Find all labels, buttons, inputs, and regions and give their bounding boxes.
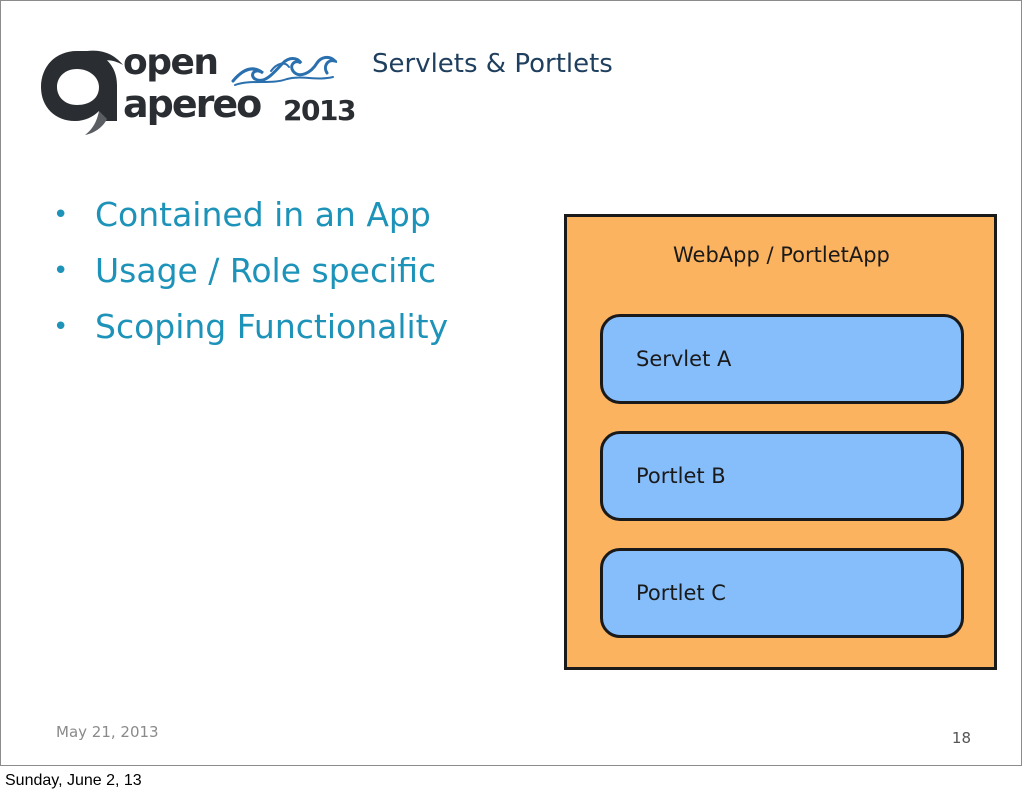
- bullet-list: • Contained in an App • Usage / Role spe…: [53, 187, 448, 355]
- print-footer-date: Sunday, June 2, 13: [5, 772, 142, 789]
- bullet-text: Scoping Functionality: [95, 307, 449, 346]
- webapp-container-box: WebApp / PortletApp Servlet A Portlet B …: [564, 214, 997, 670]
- logo-word-apereo: apereo: [123, 82, 262, 126]
- slide-title: Servlets & Portlets: [372, 49, 613, 79]
- component-label: Portlet C: [636, 581, 726, 605]
- bullet-dot: •: [53, 200, 69, 230]
- wave-ornament-icon: [231, 55, 337, 86]
- portlet-c-box: Portlet C: [600, 548, 964, 638]
- bullet-item: • Scoping Functionality: [53, 299, 448, 355]
- webapp-container-label: WebApp / PortletApp: [673, 243, 890, 267]
- bullet-dot: •: [53, 312, 69, 342]
- bullet-item: • Contained in an App: [53, 187, 448, 243]
- page-number: 18: [951, 729, 971, 747]
- bullet-text: Contained in an App: [95, 195, 431, 234]
- bullet-text: Usage / Role specific: [95, 251, 437, 290]
- slide-frame: open apereo 2013 Servlets & Portlets • C…: [0, 0, 1022, 766]
- bullet-dot: •: [53, 256, 69, 286]
- logo-word-open: open: [123, 42, 219, 83]
- apereo-swoosh-icon: [41, 50, 123, 135]
- component-label: Servlet A: [636, 347, 732, 371]
- logo-year: 2013: [283, 94, 356, 127]
- footer-date: May 21, 2013: [56, 723, 159, 741]
- open-apereo-2013-logo: open apereo 2013: [37, 42, 356, 135]
- bullet-item: • Usage / Role specific: [53, 243, 448, 299]
- portlet-b-box: Portlet B: [600, 431, 964, 521]
- servlet-a-box: Servlet A: [600, 314, 964, 404]
- component-label: Portlet B: [636, 464, 726, 488]
